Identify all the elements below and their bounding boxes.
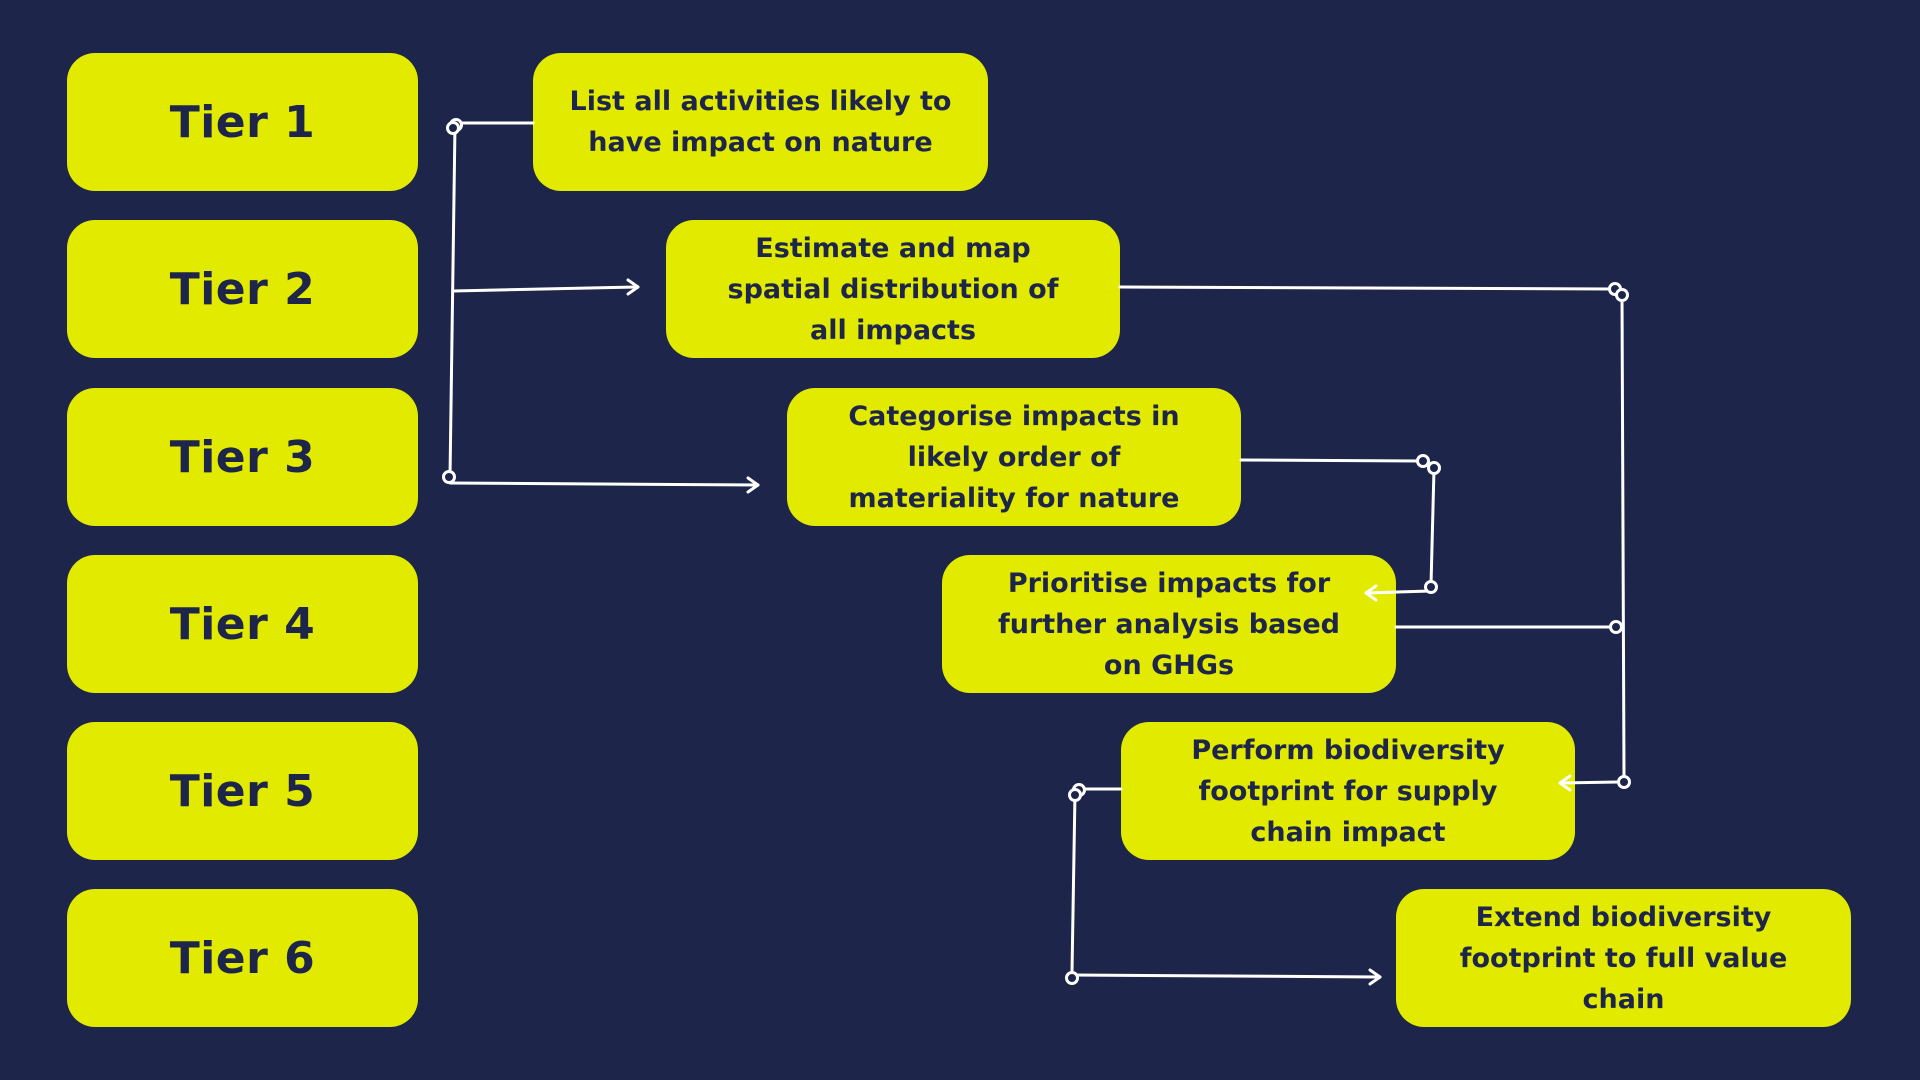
step-3-line-2: likely order of <box>907 441 1121 473</box>
tier-4-box: Tier 4 <box>67 555 418 693</box>
step-1-box: List all activities likely to have impac… <box>533 53 988 191</box>
step-2-box: Estimate and map spatial distribution of… <box>666 220 1120 358</box>
step-4-box: Prioritise impacts for further analysis … <box>942 555 1396 693</box>
arrowhead-step4 <box>1364 584 1378 602</box>
tier-4-label: Tier 4 <box>169 598 316 650</box>
tier-5-label: Tier 5 <box>169 765 316 817</box>
tier-1-label: Tier 1 <box>169 96 316 148</box>
step-4-line-3: on GHGs <box>1103 649 1235 681</box>
step-4-line-1: Prioritise impacts for <box>1007 567 1331 599</box>
node-d3 <box>1065 971 1079 985</box>
tier-1-box: Tier 1 <box>67 53 418 191</box>
step-1-line-1: List all activities likely to <box>569 86 952 117</box>
node-c4 <box>1617 775 1631 789</box>
connector-trunk-a <box>448 123 457 479</box>
connector-step2-out <box>1118 285 1614 291</box>
node-c2 <box>1615 288 1629 302</box>
step-6-line-3: chain <box>1582 983 1665 1015</box>
tier-6-label: Tier 6 <box>169 932 316 984</box>
node-c3 <box>1609 620 1623 634</box>
node-b1 <box>1416 454 1430 468</box>
step-2-line-2: spatial distribution of <box>727 273 1059 305</box>
node-d2 <box>1068 788 1082 802</box>
step-4-text: Prioritise impacts for further analysis … <box>998 563 1340 686</box>
connector-trunk-d <box>1070 791 1077 974</box>
tier-5-box: Tier 5 <box>67 722 418 860</box>
connector-to-step4 <box>1364 589 1433 595</box>
step-2-text: Estimate and map spatial distribution of… <box>728 228 1059 351</box>
arrowhead-step3 <box>746 476 760 494</box>
step-5-line-1: Perform biodiversity <box>1191 734 1505 766</box>
step-3-box: Categorise impacts in likely order of ma… <box>787 388 1241 526</box>
connector-to-step6 <box>1070 973 1382 979</box>
connector-group-a <box>442 118 760 494</box>
arrowhead-step5 <box>1558 774 1572 792</box>
step-1-line-2: have impact on nature <box>588 127 933 158</box>
step-6-text: Extend biodiversity footprint to full va… <box>1460 897 1788 1020</box>
step-2-line-3: all impacts <box>809 314 977 346</box>
connector-to-step2 <box>451 285 640 293</box>
connector-step3-out <box>1239 458 1425 463</box>
step-5-text: Perform biodiversity footprint for suppl… <box>1191 730 1504 853</box>
node-a2 <box>446 121 460 135</box>
tier-2-box: Tier 2 <box>67 220 418 358</box>
tier-3-box: Tier 3 <box>67 388 418 526</box>
tier-3-label: Tier 3 <box>169 431 316 483</box>
step-3-line-1: Categorise impacts in <box>848 400 1180 432</box>
step-6-line-2: footprint to full value <box>1459 942 1788 974</box>
step-6-line-1: Extend biodiversity <box>1475 901 1772 933</box>
arrowhead-step2 <box>626 278 640 296</box>
step-1-text: List all activities likely to have impac… <box>570 81 952 163</box>
connector-group-c <box>1118 282 1631 792</box>
tier-6-box: Tier 6 <box>67 889 418 1027</box>
step-3-text: Categorise impacts in likely order of ma… <box>848 396 1179 519</box>
connector-group-d <box>1065 783 1382 986</box>
step-2-line-1: Estimate and map <box>755 232 1031 264</box>
connector-group-b <box>1239 454 1441 602</box>
node-a3 <box>442 470 456 484</box>
step-4-line-2: further analysis based <box>997 608 1340 640</box>
step-6-box: Extend biodiversity footprint to full va… <box>1396 889 1851 1027</box>
step-3-line-3: materiality for nature <box>848 482 1180 514</box>
arrowhead-step6 <box>1368 968 1382 986</box>
step-5-box: Perform biodiversity footprint for suppl… <box>1121 722 1575 860</box>
step-5-line-2: footprint for supply <box>1198 775 1498 807</box>
connector-to-step3 <box>448 481 760 487</box>
connector-trunk-b <box>1429 467 1436 587</box>
connector-to-step5 <box>1558 780 1620 785</box>
node-b2 <box>1427 461 1441 475</box>
node-b3 <box>1424 580 1438 594</box>
connector-trunk-c <box>1620 294 1626 778</box>
tier-2-label: Tier 2 <box>169 263 316 315</box>
step-5-line-3: chain impact <box>1250 816 1446 848</box>
